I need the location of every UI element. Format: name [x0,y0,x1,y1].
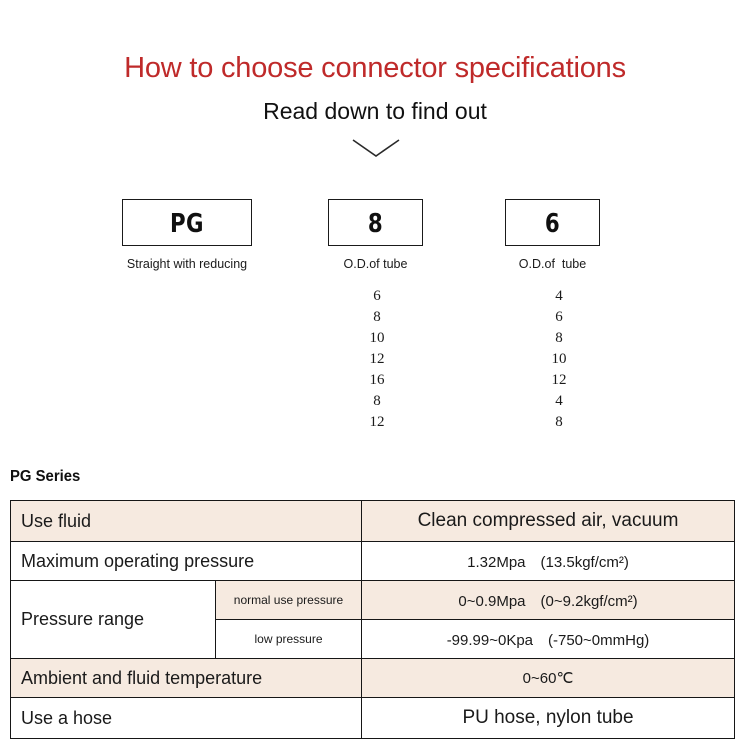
page-subtitle: Read down to find out [263,98,487,124]
spec-value: 0~0.9Mpa (0~9.2kgf/cm²) [361,580,735,620]
od-option: 6 [373,288,381,304]
od-option: 4 [555,393,563,409]
od-option: 10 [551,351,567,367]
code-box-od-second: 6 [505,199,600,246]
code-box-od-first: 8 [328,199,423,246]
od-option: 6 [555,309,563,325]
code-box-od-second-caption: O.D.of tube [518,257,587,271]
code-box-od-second-text: 6 [544,209,561,239]
series-heading: PG Series [10,468,81,485]
table-row: Maximum operating pressure 1.32Mpa (13.5… [10,541,735,581]
table-row: low pressure -99.99~0Kpa (-750~0mmHg) [11,619,735,659]
table-row: Ambient and fluid temperature 0~60℃ [10,658,735,698]
spec-value: -99.99~0Kpa (-750~0mmHg) [361,619,735,659]
od-option: 8 [555,330,563,346]
spec-label: Ambient and fluid temperature [10,658,362,698]
spec-label: Pressure range [10,580,216,659]
code-box-od-first-caption: O.D.of tube [343,257,408,271]
spec-label: Use a hose [10,697,362,739]
code-box-series: PG [122,199,252,246]
specification-table: Use fluid Clean compressed air, vacuum M… [10,500,735,739]
code-box-series-text: PG [170,209,204,239]
od-option: 8 [373,393,381,409]
od-option: 4 [555,288,563,304]
od-option: 12 [369,414,385,430]
od-option: 8 [373,309,381,325]
spec-sublabel: low pressure [215,619,362,659]
spec-value: PU hose, nylon tube [361,697,735,739]
page-title: How to choose connector specifications [124,52,626,84]
od-option: 8 [555,414,563,430]
od-option: 12 [369,351,385,367]
od-option: 10 [369,330,385,346]
spec-sublabel: normal use pressure [215,580,362,620]
table-row: Use a hose PU hose, nylon tube [10,697,735,739]
spec-value: 0~60℃ [361,658,735,698]
table-row: Use fluid Clean compressed air, vacuum [10,500,735,542]
code-box-series-caption: Straight with reducing [126,257,248,271]
spec-value: 1.32Mpa (13.5kgf/cm²) [361,541,735,581]
od-option-column-second: 4 6 8 10 12 4 8 [529,286,589,433]
od-option: 16 [369,372,385,388]
chevron-down-icon [352,139,400,157]
spec-label: Use fluid [10,500,362,542]
table-row: Pressure range normal use pressure 0~0.9… [10,580,735,659]
code-box-od-first-text: 8 [367,209,384,239]
spec-label: Maximum operating pressure [10,541,362,581]
od-option: 12 [551,372,567,388]
od-option-column-first: 6 8 10 12 16 8 12 [347,286,407,433]
spec-value: Clean compressed air, vacuum [361,500,735,542]
